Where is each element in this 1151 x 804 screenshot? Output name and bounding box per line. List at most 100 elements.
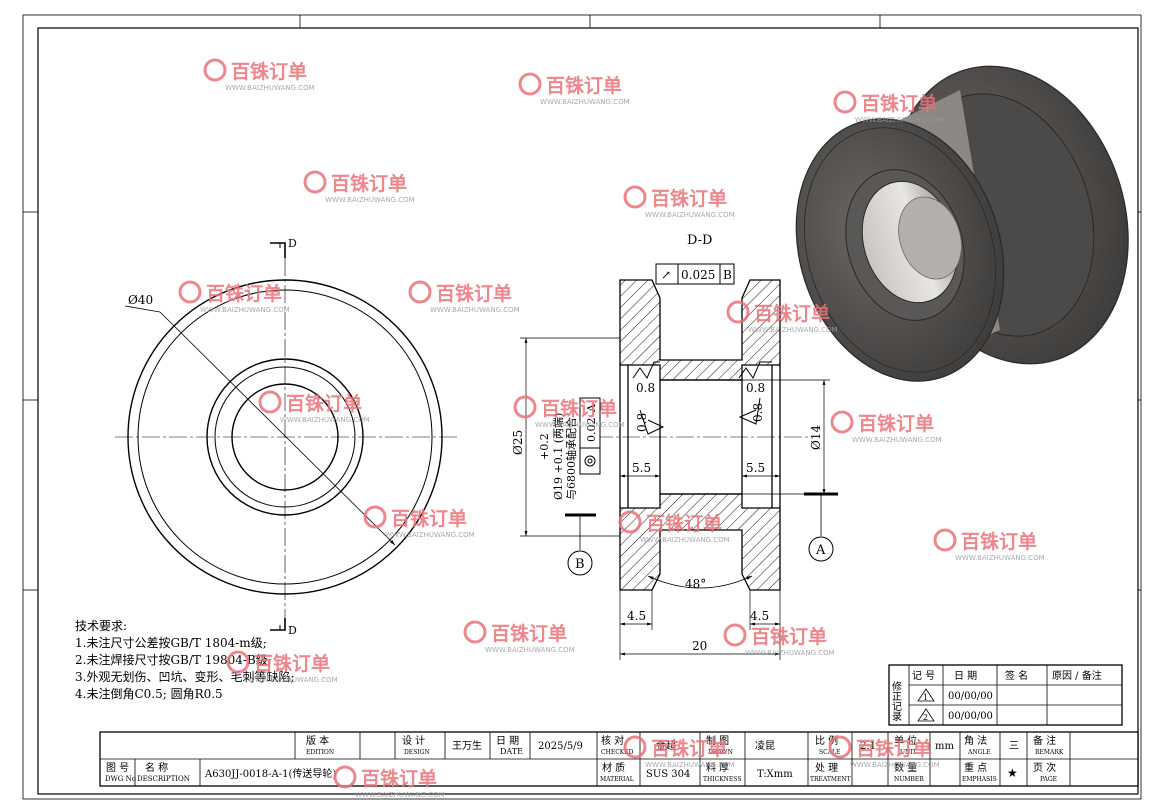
tb-emphasis: ★ bbox=[1007, 766, 1018, 780]
watermark-brand: 百铢订单 bbox=[361, 767, 437, 790]
tb-dwg-en: DWG No bbox=[105, 775, 136, 783]
rev-header-date: 日 期 bbox=[954, 670, 977, 682]
tb-number-label: 数 量 bbox=[894, 761, 917, 774]
bore-note-3: 与6800轴承配合 bbox=[564, 417, 578, 500]
tech-heading: 技术要求: bbox=[75, 619, 127, 633]
tb-page-en: PAGE bbox=[1040, 776, 1057, 783]
watermark-site: WWW.BAIZHUWANG.COM bbox=[248, 676, 338, 684]
watermark-site: WWW.BAIZHUWANG.COM bbox=[955, 554, 1045, 562]
watermark-logo-icon bbox=[363, 505, 387, 529]
watermark-logo-icon bbox=[178, 280, 202, 304]
tb-number-en: NUMBER bbox=[894, 776, 924, 783]
title-block: 版 本 EDITION 设 计 DESIGN 王万生 日 期 DATE 2025… bbox=[99, 731, 1139, 787]
watermark-logo-icon bbox=[623, 185, 647, 209]
tb-dwg-no: A630JJ-0018-A-1(传送导轮) bbox=[204, 767, 336, 780]
watermark-site: WWW.BAIZHUWANG.COM bbox=[645, 761, 735, 769]
datum-a: A bbox=[815, 543, 826, 558]
tb-design-en: DESIGN bbox=[404, 749, 430, 756]
watermark-site: WWW.BAIZHUWANG.COM bbox=[850, 761, 940, 769]
watermark-logo-icon bbox=[513, 395, 537, 419]
tb-treatment-label: 处 理 bbox=[815, 762, 838, 774]
watermark-site: WWW.BAIZHUWANG.COM bbox=[748, 326, 838, 334]
dim-flange-left: 4.5 bbox=[627, 609, 646, 623]
watermark-logo-icon bbox=[333, 765, 357, 789]
tb-emphasis-en: EMPHASIS bbox=[962, 776, 997, 783]
sheet-border-outer bbox=[22, 14, 1142, 800]
dim-recess-left: 5.5 bbox=[632, 461, 651, 475]
watermark-site: WWW.BAIZHUWANG.COM bbox=[200, 306, 290, 314]
watermark-logo-icon bbox=[226, 650, 250, 674]
tb-material-label: 材 质 bbox=[602, 761, 625, 774]
watermark-site: WWW.BAIZHUWANG.COM bbox=[280, 416, 370, 424]
section-mark-bottom: D bbox=[288, 624, 297, 637]
tech-item-2: 2.未注焊接尺寸按GB/T 19804-B级; bbox=[75, 652, 272, 667]
watermark-site: WWW.BAIZHUWANG.COM bbox=[645, 211, 735, 219]
sheet-border-inner bbox=[37, 27, 1139, 795]
watermark-site: WWW.BAIZHUWANG.COM bbox=[852, 436, 942, 444]
watermark-brand: 百铢订单 bbox=[858, 412, 934, 435]
watermark-site: WWW.BAIZHUWANG.COM bbox=[640, 536, 730, 544]
tb-remark-en: REMARK bbox=[1035, 749, 1064, 756]
tb-date: 2025/5/9 bbox=[538, 741, 583, 752]
watermark-brand: 百铢订单 bbox=[861, 92, 937, 115]
tb-material: SUS 304 bbox=[646, 769, 690, 780]
tb-dwg-label: 图 号 bbox=[106, 762, 129, 774]
tb-design-label: 设 计 bbox=[402, 734, 425, 747]
watermark-site: WWW.BAIZHUWANG.COM bbox=[535, 421, 625, 429]
tb-drawn-en: DRAWN bbox=[708, 749, 733, 756]
tb-remark-label: 备 注 bbox=[1033, 734, 1056, 747]
watermark-brand: 百铢订单 bbox=[541, 397, 617, 420]
dim-angle: 48° bbox=[685, 577, 706, 591]
dim-recess-right: 5.5 bbox=[746, 461, 765, 475]
rev-row2-mark: 2 bbox=[923, 713, 928, 722]
bore-note-2: Ø19 +0.1 (两端) bbox=[552, 413, 565, 500]
tb-angle-label: 角 法 bbox=[964, 734, 987, 747]
watermark-logo-icon bbox=[833, 90, 857, 114]
dim-d14: Ø14 bbox=[809, 425, 823, 450]
watermark-logo-icon bbox=[830, 410, 854, 434]
tb-angle-en: ANGLE bbox=[967, 749, 991, 756]
dim-overall: 20 bbox=[692, 639, 707, 653]
watermark-brand: 百铢订单 bbox=[961, 530, 1037, 553]
tb-scale-en: SCALE bbox=[819, 749, 840, 756]
tb-thickness: T:Xmm bbox=[757, 769, 793, 780]
watermark-site: WWW.BAIZHUWANG.COM bbox=[855, 116, 945, 124]
watermark-brand: 百铢订单 bbox=[651, 737, 727, 760]
bore-tolerance-datum: A bbox=[585, 403, 598, 413]
rev-header-mark: 记 号 bbox=[912, 670, 935, 682]
watermark-brand: 百铢订单 bbox=[491, 622, 567, 645]
datum-b: B bbox=[575, 557, 585, 572]
tb-unit-en: UNIT bbox=[900, 749, 917, 756]
tb-angle: 三 bbox=[1009, 741, 1019, 752]
runout-datum: B bbox=[723, 268, 732, 282]
watermark-brand: 百铢订单 bbox=[754, 302, 830, 325]
watermark-brand: 百铢订单 bbox=[331, 172, 407, 195]
tb-edition-label: 版 本 bbox=[306, 734, 329, 747]
tech-requirements: 技术要求: 1.未注尺寸公差按GB/T 1804-m级; 2.未注焊接尺寸按GB… bbox=[75, 619, 295, 701]
watermark-logo-icon bbox=[408, 280, 432, 304]
tech-item-1: 1.未注尺寸公差按GB/T 1804-m级; bbox=[75, 635, 267, 650]
watermark-brand: 百铢订单 bbox=[751, 625, 827, 648]
tb-thickness-label: 料 厚 bbox=[706, 761, 729, 774]
rev-row1-mark: 1 bbox=[923, 693, 928, 702]
roughness-3: 0.8 bbox=[635, 413, 649, 432]
tb-desc-en: DESCRIPTION bbox=[137, 775, 190, 783]
watermark-brand: 百铢订单 bbox=[254, 652, 330, 675]
rev-row2-date: 00/00/00 bbox=[948, 711, 993, 722]
watermark-site: WWW.BAIZHUWANG.COM bbox=[385, 531, 475, 539]
rev-row1-date: 00/00/00 bbox=[948, 691, 993, 702]
section-view: D-D ↗ 0.025 B 0.8 0.8 bbox=[511, 233, 838, 660]
